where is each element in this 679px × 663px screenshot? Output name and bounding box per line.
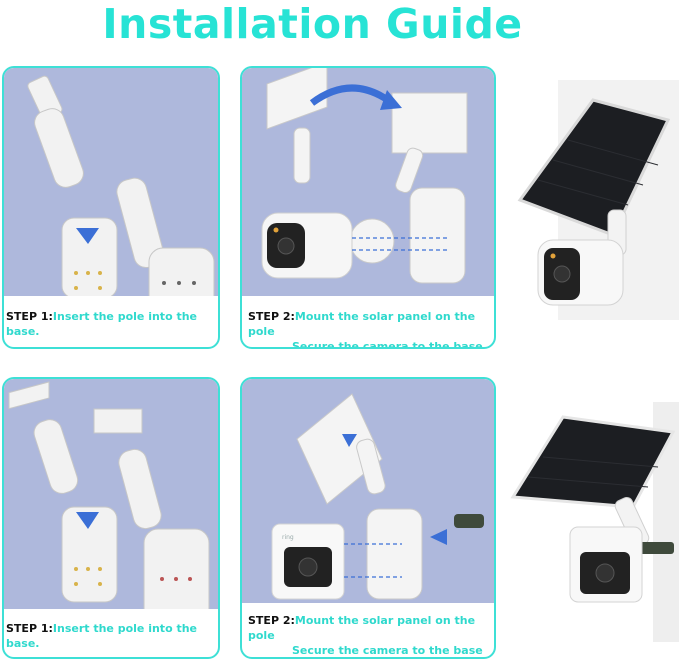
ring-logo: ring: [282, 534, 294, 541]
step-label: STEP 1:: [6, 622, 53, 635]
camera-illustration: [261, 212, 353, 279]
solar-mount-illustration: [261, 68, 468, 284]
step-text-line1: Mount the solar panel on the pole: [248, 310, 476, 338]
step-label: STEP 2:: [248, 614, 295, 627]
step-panel-2-bottom: ring STEP 2:Mount the solar panel on the…: [240, 377, 496, 659]
step-caption: STEP 2:Mount the solar panel on the pole…: [242, 608, 494, 657]
camera-illustration: ring: [271, 523, 345, 600]
step-panel-2-top: STEP 2:Mount the solar panel on the pole…: [240, 66, 496, 349]
pole-base-illustration: [27, 75, 215, 296]
step-panel-1-top: STEP 1:Insert the pole into the base.: [2, 66, 220, 349]
step-caption: STEP 1:Insert the pole into the base.: [4, 608, 218, 657]
curved-arrow-icon: [309, 84, 395, 106]
step-caption: STEP 1:Insert the pole into the base.: [4, 299, 218, 347]
step-text-line2: Secure the camera to the base: [292, 644, 483, 657]
pole-base-illustration: [8, 381, 210, 609]
arrow-left-icon: [430, 529, 447, 545]
step-text-line2: Secure the camera to the base: [292, 340, 483, 349]
step-text: Insert the pole into the base.: [6, 622, 198, 650]
arrow-down-icon: [76, 512, 99, 529]
step-label: STEP 1:: [6, 310, 53, 323]
arrow-down-icon: [342, 434, 357, 447]
page-title: Installation Guide: [102, 0, 523, 48]
solar-mount-illustration: ring: [271, 393, 484, 600]
product-photo-bottom: [510, 402, 679, 642]
step-text: Insert the pole into the base.: [6, 310, 198, 338]
step-label: STEP 2:: [248, 310, 295, 323]
arrow-down-icon: [76, 228, 99, 244]
step-caption: STEP 2:Mount the solar panel on the pole…: [242, 305, 494, 347]
product-photo-top: [517, 80, 679, 320]
strap-illustration: [454, 514, 484, 528]
step-text-line1: Mount the solar panel on the pole: [248, 614, 476, 642]
step-panel-1-bottom: STEP 1:Insert the pole into the base.: [2, 377, 220, 659]
